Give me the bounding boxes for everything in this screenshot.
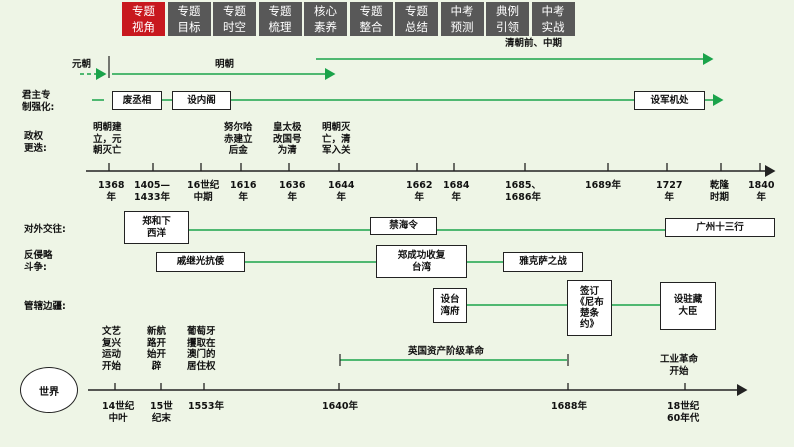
world-date-1553: 1553年 bbox=[188, 401, 224, 412]
box-qi-jiguang: 戚继光抗倭 bbox=[156, 252, 245, 272]
tab-hexin-suyang[interactable]: 核心素养 bbox=[304, 2, 347, 36]
tab-zhuanti-shikong[interactable]: 专题时空 bbox=[213, 2, 256, 36]
tab-zhuanti-zongjie[interactable]: 专题总结 bbox=[395, 2, 438, 36]
world-new-routes: 新航 路开 始开 辟 bbox=[147, 326, 167, 372]
world-badge: 世界 bbox=[20, 367, 78, 413]
label-ming: 明朝 bbox=[215, 59, 235, 70]
year-qianlong: 乾隆 时期 bbox=[710, 180, 730, 203]
box-abolish-chancellor: 废丞相 bbox=[112, 91, 162, 110]
year-1685: 1685、 1686年 bbox=[505, 180, 541, 203]
world-date-1688: 1688年 bbox=[551, 401, 587, 412]
world-date-18c: 18世纪 60年代 bbox=[667, 401, 700, 424]
row-label-defense: 反侵略 斗争: bbox=[24, 250, 53, 273]
world-renaissance: 文艺 复兴 运动 开始 bbox=[102, 326, 122, 372]
year-1727: 1727 年 bbox=[656, 180, 683, 203]
year-1840: 1840 年 bbox=[748, 180, 775, 203]
box-sea-ban: 禁海令 bbox=[370, 217, 437, 235]
year-1644: 1644 年 bbox=[328, 180, 355, 203]
row-label-foreign: 对外交往: bbox=[24, 224, 66, 235]
tab-zhongkao-yuce[interactable]: 中考预测 bbox=[440, 2, 484, 36]
box-grand-council: 设军机处 bbox=[634, 91, 705, 110]
world-date-15c: 15世 纪末 bbox=[150, 401, 173, 424]
box-taiwan-prefecture: 设台 湾府 bbox=[433, 288, 467, 323]
year-1636: 1636 年 bbox=[279, 180, 306, 203]
tab-zhongkao-shizhan[interactable]: 中考实战 bbox=[531, 2, 575, 36]
tab-zhuanti-zhenghe[interactable]: 专题整合 bbox=[349, 2, 393, 36]
row-label-frontier: 管辖边疆: bbox=[24, 301, 66, 312]
label-qing: 清朝前、中期 bbox=[505, 38, 563, 49]
tab-zhuanti-mubiao[interactable]: 专题目标 bbox=[167, 2, 211, 36]
tab-dianli-yinling[interactable]: 典例引领 bbox=[486, 2, 529, 36]
year-1689: 1689年 bbox=[585, 180, 621, 191]
event-ming-falls: 明朝灭 亡，清 军入关 bbox=[322, 122, 351, 156]
row-label-regime: 政权 更迭: bbox=[24, 131, 47, 154]
world-industrial-revolution: 工业革命 开始 bbox=[660, 354, 699, 377]
box-zheng-he: 郑和下 西洋 bbox=[124, 211, 189, 244]
year-1684: 1684 年 bbox=[443, 180, 470, 203]
top-nav: 专题视角 专题目标 专题时空 专题梳理 核心素养 专题整合 专题总结 中考预测 … bbox=[122, 2, 577, 36]
year-16c: 16世纪 中期 bbox=[187, 180, 220, 203]
box-nerchinsk: 签订 《尼布 楚条 约》 bbox=[567, 280, 612, 336]
box-thirteen-hongs: 广州十三行 bbox=[665, 218, 775, 237]
year-1662: 1662 年 bbox=[406, 180, 433, 203]
row-label-autocracy: 君主专 制强化: bbox=[22, 90, 55, 113]
world-english-revolution: 英国资产阶级革命 bbox=[408, 346, 485, 357]
year-1368: 1368 年 bbox=[98, 180, 125, 203]
event-later-jin: 努尔哈 赤建立 后金 bbox=[224, 122, 253, 156]
box-yaksa: 雅克萨之战 bbox=[503, 252, 583, 272]
world-date-1640: 1640年 bbox=[322, 401, 358, 412]
box-zheng-chenggong: 郑成功收复 台湾 bbox=[376, 245, 467, 278]
world-macau: 葡萄牙 攫取在 澳门的 居住权 bbox=[187, 326, 216, 372]
tab-zhuanti-shuli[interactable]: 专题梳理 bbox=[258, 2, 302, 36]
event-qing-named: 皇太极 改国号 为清 bbox=[273, 122, 302, 156]
year-1616: 1616 年 bbox=[230, 180, 257, 203]
event-ming-founded: 明朝建 立，元 朝灭亡 bbox=[93, 122, 122, 156]
tab-zhuanti-shijiao[interactable]: 专题视角 bbox=[122, 2, 165, 36]
box-cabinet: 设内阁 bbox=[172, 91, 231, 110]
world-date-14c: 14世纪 中叶 bbox=[102, 401, 135, 424]
year-1405: 1405— 1433年 bbox=[134, 180, 170, 203]
box-amban: 设驻藏 大臣 bbox=[660, 282, 716, 330]
label-yuan: 元朝 bbox=[72, 59, 92, 70]
